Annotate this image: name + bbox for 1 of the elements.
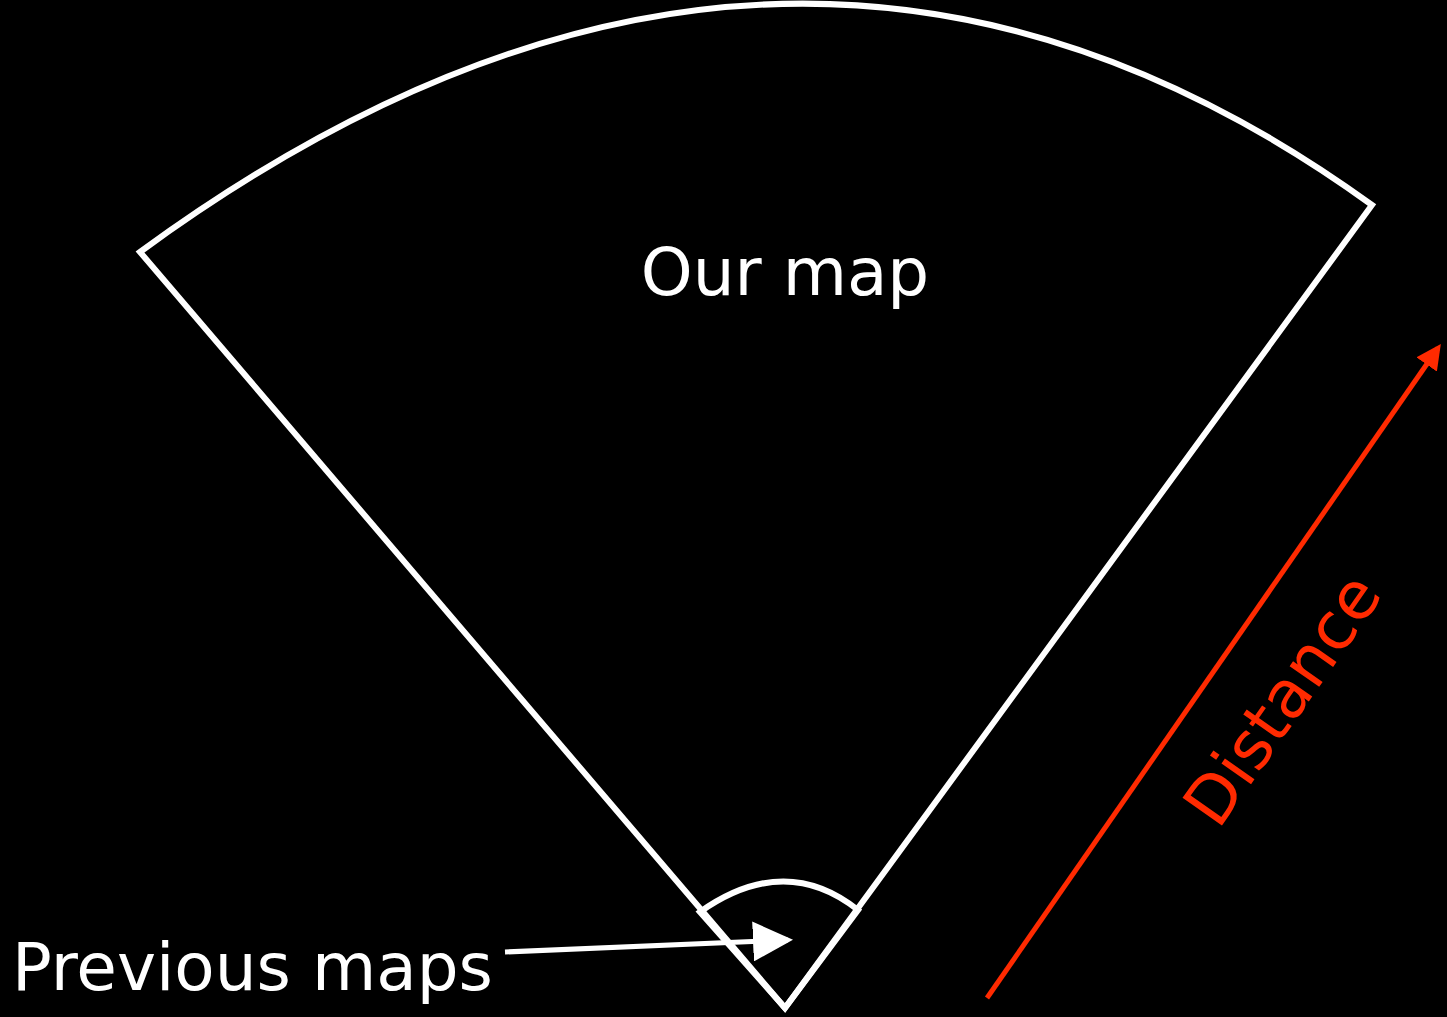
arrow bbox=[504, 921, 793, 962]
